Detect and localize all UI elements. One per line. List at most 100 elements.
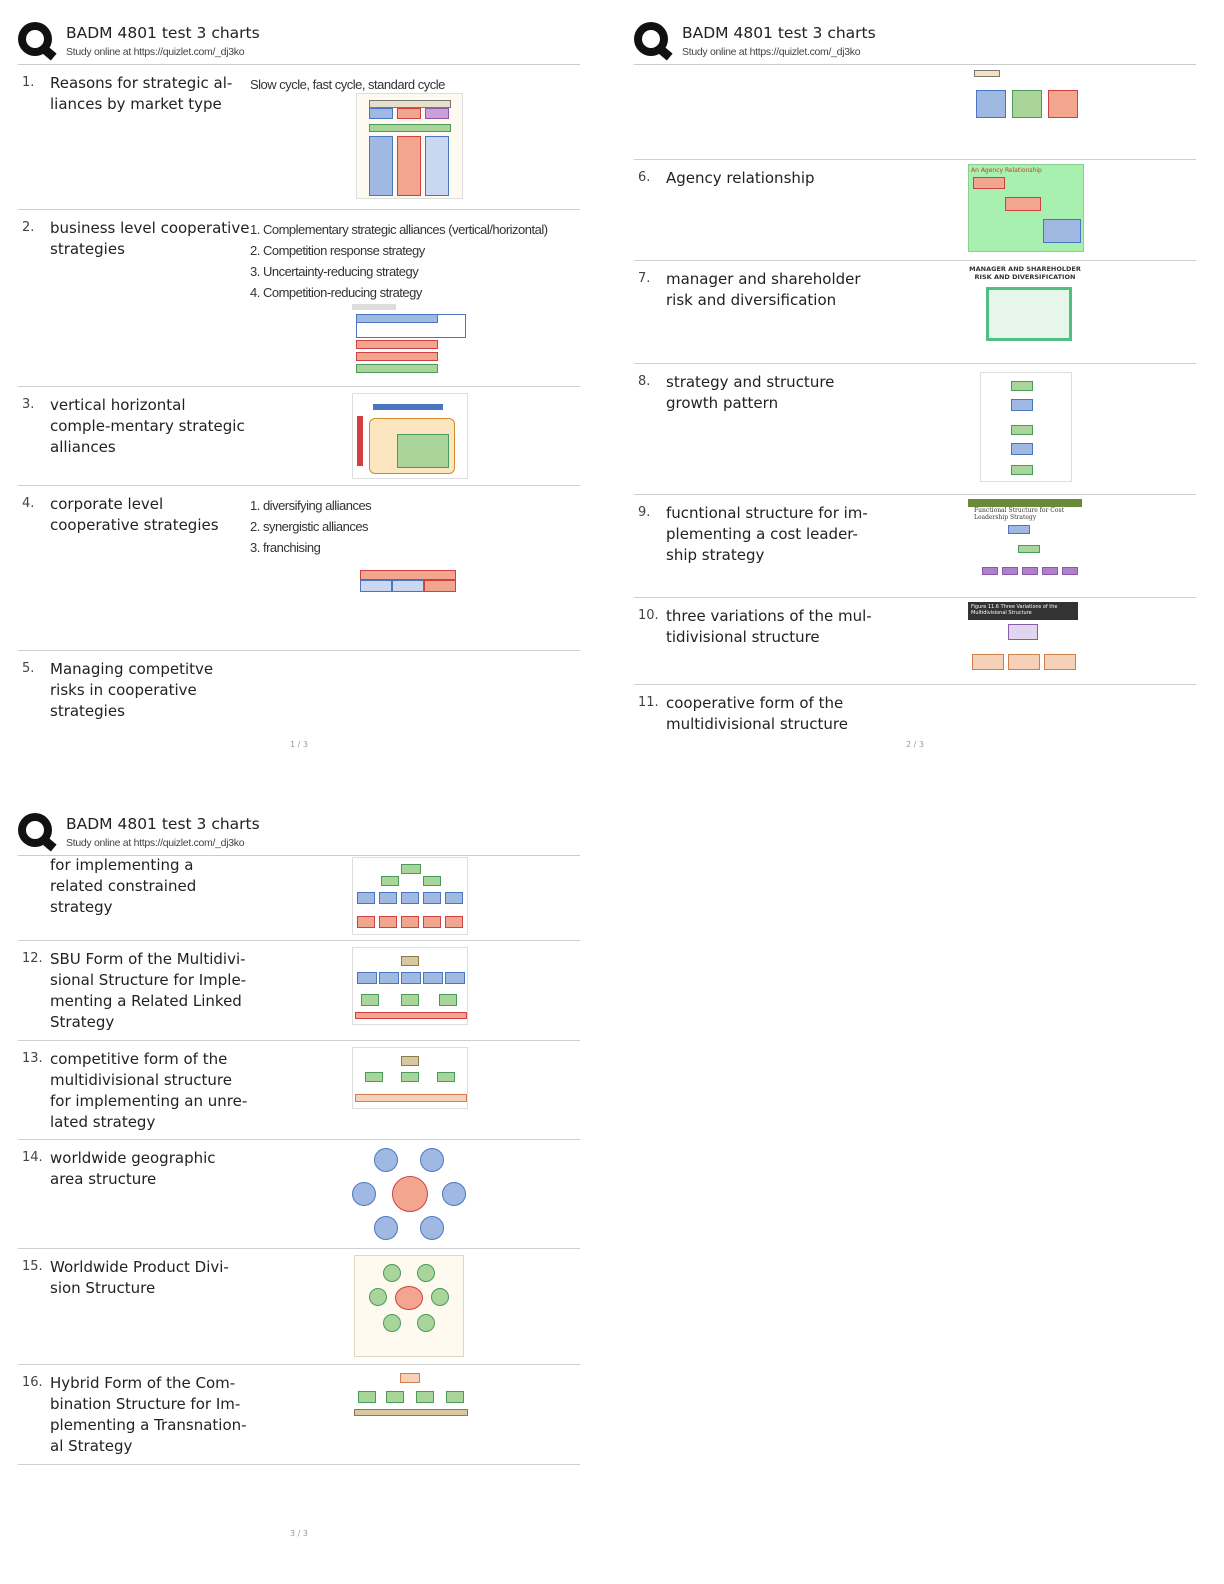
card-number: 8. (638, 374, 651, 389)
card-number: 13. (22, 1051, 43, 1066)
card-9: 9. fucntional structure for im-plementin… (634, 495, 1196, 598)
card-number: 6. (638, 170, 651, 185)
card-term: Hybrid Form of the Com-bination Structur… (50, 1374, 247, 1455)
card-definition: Slow cycle, fast cycle, standard cycle (250, 74, 445, 95)
set-title: BADM 4801 test 3 charts (66, 815, 260, 833)
card-2: 2. business level cooperative strategies… (18, 210, 580, 387)
card-term: Managing competitve risks in cooperative… (50, 660, 214, 720)
set-title: BADM 4801 test 3 charts (66, 24, 260, 42)
quizlet-logo-icon (18, 22, 52, 56)
header-divider (18, 855, 580, 856)
card-number: 12. (22, 951, 43, 966)
corporate-level-strategies-diagram[interactable] (348, 556, 466, 640)
page-header: BADM 4801 test 3 charts Study online at … (634, 20, 1196, 65)
risk-chart-title-2: RISK AND DIVERSIFICATION (974, 273, 1076, 281)
page-3: BADM 4801 test 3 charts Study online at … (18, 811, 580, 1538)
card-number: 10. (638, 608, 659, 623)
page-header: BADM 4801 test 3 charts Study online at … (18, 811, 580, 856)
hybrid-form-diagram[interactable] (352, 1371, 468, 1421)
card-number: 14. (22, 1150, 43, 1165)
card-term: vertical horizontal comple-mentary strat… (50, 396, 245, 456)
card-term: manager and shareholder risk and diversi… (666, 270, 861, 309)
card-term: competitive form of the multidivisional … (50, 1050, 248, 1131)
page-number: 1 / 3 (290, 740, 308, 749)
definition-line: Slow cycle, fast cycle, standard cycle (250, 77, 445, 92)
figure-caption: Figure 11.6 Three Variations of the Mult… (971, 604, 1058, 616)
card-definition: 1. diversifying alliances 2. synergistic… (250, 495, 372, 558)
card-term: for implementing a related constrained s… (50, 856, 197, 916)
card-definition: 1. Complementary strategic alliances (ve… (250, 219, 548, 303)
page-number: 3 / 3 (290, 1529, 308, 1538)
card-11: 11. cooperative form of the multidivisio… (634, 685, 1196, 735)
card-term: Reasons for strategic al-liances by mark… (50, 74, 233, 113)
study-online-link[interactable]: Study online at https://quizlet.com/_dj3… (682, 46, 861, 58)
sbu-form-diagram[interactable] (352, 947, 468, 1025)
definition-line: 1. diversifying alliances (250, 498, 372, 513)
card-term: three variations of the mul-tidivisional… (666, 607, 872, 646)
card-11-continued: for implementing a related constrained s… (18, 855, 580, 941)
card-15: 15. Worldwide Product Divi-sion Structur… (18, 1249, 580, 1365)
functional-structure-diagram[interactable]: Functional Structure for Cost Leadership… (968, 499, 1082, 583)
risk-diversification-chart[interactable]: MANAGER AND SHAREHOLDER RISK AND DIVERSI… (968, 265, 1082, 355)
page-2: BADM 4801 test 3 charts Study online at … (634, 20, 1196, 749)
cooperative-form-diagram[interactable] (352, 857, 468, 935)
card-12: 12. SBU Form of the Multidivi-sional Str… (18, 941, 580, 1041)
card-number: 1. (22, 75, 35, 90)
managing-risks-diagram[interactable] (972, 68, 1080, 150)
page-1: BADM 4801 test 3 charts Study online at … (18, 20, 580, 749)
business-level-strategies-diagram[interactable] (352, 304, 466, 378)
competitive-form-diagram[interactable] (352, 1047, 468, 1109)
page-number: 2 / 3 (906, 740, 924, 749)
quizlet-logo-icon (18, 813, 52, 847)
card-5: 5. Managing competitve risks in cooperat… (18, 651, 580, 735)
card-8: 8. strategy and structure growth pattern (634, 364, 1196, 495)
alliances-by-market-diagram[interactable] (356, 93, 463, 199)
card-16: 16. Hybrid Form of the Com-bination Stru… (18, 1365, 580, 1465)
card-number: 11. (638, 695, 659, 710)
card-4: 4. corporate level cooperative strategie… (18, 486, 580, 651)
geographic-area-diagram[interactable] (352, 1144, 468, 1240)
agency-relationship-diagram[interactable]: An Agency Relationship (968, 164, 1084, 252)
card-term: SBU Form of the Multidivi-sional Structu… (50, 950, 247, 1031)
card-number: 9. (638, 505, 651, 520)
card-3: 3. vertical horizontal comple-mentary st… (18, 387, 580, 486)
growth-pattern-diagram[interactable] (980, 372, 1072, 482)
card-number: 3. (22, 397, 35, 412)
card-term: cooperative form of the multidivisional … (666, 694, 848, 733)
card-number: 7. (638, 271, 651, 286)
card-1: 1. Reasons for strategic al-liances by m… (18, 65, 580, 210)
card-5-continued (634, 64, 1196, 160)
card-number: 4. (22, 496, 35, 511)
card-term: corporate level cooperative strategies (50, 495, 219, 534)
study-online-link[interactable]: Study online at https://quizlet.com/_dj3… (66, 46, 245, 58)
card-number: 2. (22, 220, 35, 235)
card-13: 13. competitive form of the multidivisio… (18, 1041, 580, 1140)
card-14: 14. worldwide geographic area structure (18, 1140, 580, 1249)
header-divider (634, 64, 1196, 65)
page-header: BADM 4801 test 3 charts Study online at … (18, 20, 580, 65)
card-term: strategy and structure growth pattern (666, 373, 835, 412)
product-division-diagram[interactable] (354, 1255, 464, 1357)
complementary-alliances-diagram[interactable] (352, 393, 468, 479)
card-10: 10. three variations of the mul-tidivisi… (634, 598, 1196, 685)
multidivisional-variations-diagram[interactable]: Figure 11.6 Three Variations of the Mult… (968, 602, 1078, 676)
set-title: BADM 4801 test 3 charts (682, 24, 876, 42)
card-term: Worldwide Product Divi-sion Structure (50, 1258, 229, 1297)
header-divider (18, 64, 580, 65)
quizlet-logo-icon (634, 22, 668, 56)
card-6: 6. Agency relationship An Agency Relatio… (634, 160, 1196, 261)
study-online-link[interactable]: Study online at https://quizlet.com/_dj3… (66, 837, 245, 849)
definition-line: 2. Competition response strategy (250, 243, 425, 258)
card-term: business level cooperative strategies (50, 219, 250, 258)
card-number: 15. (22, 1259, 43, 1274)
definition-line: 3. franchising (250, 540, 321, 555)
functional-diagram-title-2: Leadership Strategy (974, 514, 1037, 521)
card-term: worldwide geographic area structure (50, 1149, 216, 1188)
definition-line: 4. Competition-reducing strategy (250, 285, 422, 300)
card-7: 7. manager and shareholder risk and dive… (634, 261, 1196, 364)
card-number: 16. (22, 1375, 43, 1390)
card-number: 5. (22, 661, 35, 676)
functional-diagram-title-1: Functional Structure for Cost (974, 507, 1064, 514)
risk-chart-title-1: MANAGER AND SHAREHOLDER (969, 265, 1081, 273)
card-term: fucntional structure for im-plementing a… (666, 504, 868, 564)
